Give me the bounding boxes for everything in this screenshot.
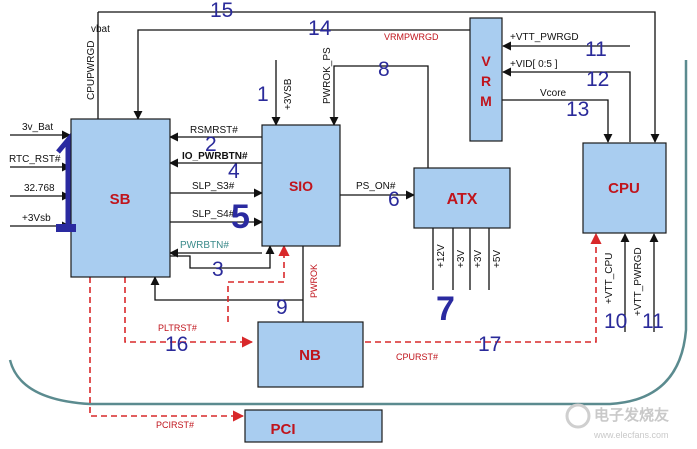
sb-block bbox=[70, 118, 171, 278]
reset-pcirst bbox=[89, 277, 245, 422]
label-atx-5v: +5V bbox=[492, 250, 503, 268]
label-io-pwrbtn: IO_PWRBTN# bbox=[182, 151, 248, 162]
label-vtt-pwrgd-vrm: +VTT_PWRGD bbox=[510, 32, 579, 43]
vrm-label-r: R bbox=[481, 73, 491, 89]
wire-13 bbox=[500, 99, 613, 143]
step-16: 16 bbox=[165, 333, 188, 356]
reset-pwrok-loop bbox=[227, 244, 290, 322]
step-13: 13 bbox=[566, 98, 589, 121]
label-pltrst: PLTRST# bbox=[158, 323, 197, 333]
label-atx-3v-b: +3V bbox=[473, 250, 484, 268]
label-slp-s4: SLP_S4# bbox=[192, 209, 235, 220]
step-6: 6 bbox=[388, 188, 400, 211]
sb-label: SB bbox=[110, 191, 131, 208]
watermark-logo-icon bbox=[565, 403, 591, 429]
label-rsmrst: RSMRST# bbox=[190, 125, 238, 136]
step-14: 14 bbox=[308, 17, 332, 40]
label-pwrok: PWROK bbox=[309, 264, 319, 298]
nb-block bbox=[257, 321, 364, 388]
vrm-label-v: V bbox=[481, 53, 491, 69]
step-11b: 11 bbox=[642, 310, 664, 333]
label-atx-3v: +3V bbox=[456, 250, 467, 268]
label-vtt-cpu: +VTT_CPU bbox=[604, 253, 615, 304]
step-3: 3 bbox=[212, 258, 224, 281]
wire-15 bbox=[98, 11, 660, 143]
label-3vsb-sb: +3Vsb bbox=[22, 213, 51, 224]
wire-12 bbox=[502, 67, 631, 142]
sio-block bbox=[261, 124, 341, 247]
label-cpurst: CPURST# bbox=[396, 352, 438, 362]
nb-label: NB bbox=[299, 347, 321, 364]
step-5: 5 bbox=[231, 198, 250, 236]
label-atx-12v: +12V bbox=[436, 244, 447, 268]
label-vcore: Vcore bbox=[540, 88, 567, 99]
step-9: 9 bbox=[276, 296, 288, 319]
label-cpupwrgd: CPUPWRGD bbox=[86, 41, 97, 100]
watermark-name: 电子发烧友 bbox=[594, 406, 669, 424]
step-8: 8 bbox=[378, 58, 390, 81]
label-pwrok-ps: PWROK_PS bbox=[322, 47, 333, 104]
label-vrmpwrgd: VRMPWRGD bbox=[384, 32, 439, 42]
step-1-marker-base bbox=[56, 224, 76, 232]
reset-pltrst bbox=[124, 277, 254, 348]
vrm-block bbox=[469, 17, 503, 142]
cpu-block bbox=[582, 142, 667, 234]
step-12: 12 bbox=[586, 68, 609, 91]
label-rtc-rst: RTC_RST# bbox=[9, 154, 61, 165]
atx-block bbox=[413, 167, 511, 229]
label-3vsb-sio: +3VSB bbox=[283, 78, 294, 110]
step-11a: 11 bbox=[585, 38, 607, 61]
label-slp-s3: SLP_S3# bbox=[192, 181, 235, 192]
step-2: 2 bbox=[205, 133, 217, 156]
vrm-label-m: M bbox=[480, 93, 492, 109]
pci-block bbox=[244, 409, 383, 443]
board-outline bbox=[8, 60, 688, 406]
step-17: 17 bbox=[478, 333, 501, 356]
label-vtt-pwrgd-cpu: +VTT_PWRGD bbox=[633, 247, 644, 316]
watermark: 电子发烧友 www.elecfans.com bbox=[565, 403, 669, 440]
label-ps-on: PS_ON# bbox=[356, 181, 396, 192]
step-7: 7 bbox=[436, 290, 455, 328]
step-1-marker bbox=[56, 133, 71, 230]
wire-3 bbox=[170, 245, 275, 269]
label-pcirst: PCIRST# bbox=[156, 420, 194, 430]
cpu-label: CPU bbox=[608, 180, 640, 197]
label-3v-bat: 3v_Bat bbox=[22, 122, 53, 133]
label-vid: +VID[ 0:5 ] bbox=[510, 59, 558, 70]
watermark-url: www.elecfans.com bbox=[593, 430, 669, 440]
wire-8 bbox=[329, 65, 429, 168]
reset-cpurst bbox=[365, 232, 602, 343]
label-32768: 32.768 bbox=[24, 183, 55, 194]
wire-14 bbox=[133, 29, 470, 120]
step-10: 10 bbox=[604, 310, 627, 333]
step-4: 4 bbox=[228, 160, 240, 183]
label-vbat-top: vbat bbox=[91, 24, 110, 35]
label-pwrbtn: PWRBTN# bbox=[180, 240, 229, 251]
step-15: 15 bbox=[210, 0, 233, 22]
pci-label: PCI bbox=[270, 421, 295, 438]
wire-9-sb bbox=[150, 276, 303, 301]
atx-label: ATX bbox=[447, 191, 478, 208]
step-1: 1 bbox=[257, 83, 269, 106]
sio-label: SIO bbox=[289, 178, 313, 194]
